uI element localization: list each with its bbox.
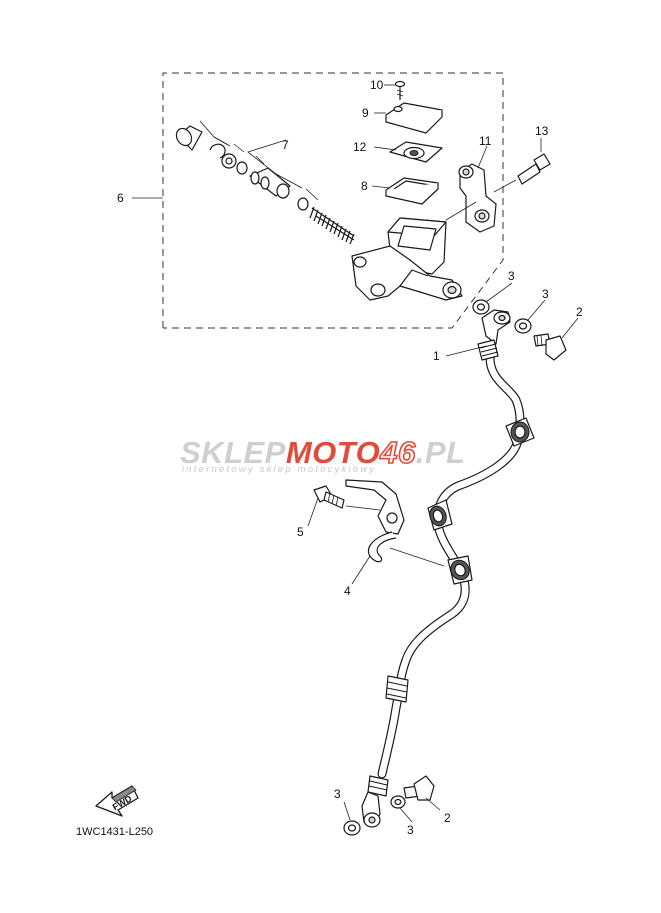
cap-screw	[394, 80, 406, 100]
callout-2-lower: 2	[444, 811, 451, 825]
callout-7: 7	[282, 138, 289, 152]
washer-upper-left	[472, 299, 490, 315]
callout-3-upper-right: 3	[542, 287, 549, 301]
watermark-part2: MOTO	[286, 435, 380, 470]
brake-hose	[361, 309, 535, 828]
leader-lines	[132, 84, 579, 823]
assembly-frame	[162, 72, 504, 329]
callout-12: 12	[353, 140, 367, 154]
callout-3-lower-left: 3	[334, 787, 341, 801]
diaphragm-plate	[389, 141, 443, 163]
bracket-bolt	[313, 485, 345, 509]
callout-8: 8	[361, 179, 368, 193]
callout-3-lower-right: 3	[407, 823, 414, 837]
callout-4: 4	[344, 584, 351, 598]
washer-lower-left	[343, 820, 361, 836]
callout-6: 6	[117, 191, 124, 205]
callout-10: 10	[370, 78, 384, 92]
diagram-code: 1WC1431-L250	[76, 826, 153, 838]
watermark-tagline: internetowy sklep motocyklowy	[182, 464, 376, 475]
svg-text:SKLEPMOTO46.PL: SKLEPMOTO46.PL	[180, 435, 466, 470]
callout-3-upper-left: 3	[508, 269, 515, 283]
callout-13: 13	[535, 124, 549, 138]
callout-9: 9	[362, 106, 369, 120]
forward-arrow-icon: FWD	[95, 785, 139, 817]
washer-upper-right	[514, 318, 532, 334]
callout-1: 1	[433, 349, 440, 363]
union-bolt-upper	[533, 333, 567, 361]
washer-lower-right	[390, 795, 406, 809]
watermark-part3: 46	[379, 435, 416, 470]
callout-2-upper: 2	[576, 305, 583, 319]
holder-bolt	[517, 153, 551, 185]
union-bolt-lower	[403, 775, 435, 801]
holder-bracket	[458, 163, 497, 233]
hose-guide-bracket	[345, 479, 405, 563]
callout-5: 5	[297, 525, 304, 539]
master-cylinder-body	[351, 217, 463, 301]
callout-labels: 10 9 7 12 11 13 6 8 3 3 2 1 5 4 3 3 2	[117, 78, 583, 837]
watermark-part1: SKLEP	[180, 435, 286, 470]
callout-11: 11	[479, 134, 492, 148]
piston-kit	[175, 120, 355, 245]
diaphragm	[385, 177, 439, 205]
watermark: SKLEPMOTO46.PL internetowy sklep motocyk…	[180, 434, 466, 475]
watermark-part4: .PL	[416, 435, 466, 470]
reservoir-cap	[385, 102, 443, 134]
